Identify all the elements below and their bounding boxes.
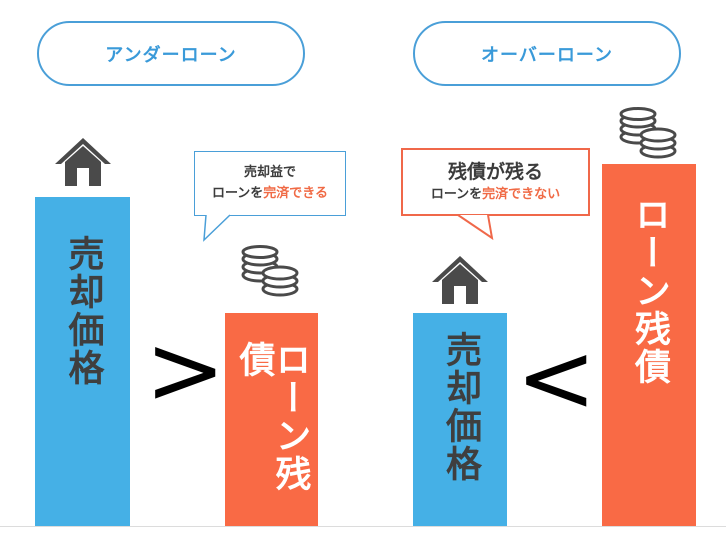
baseline-divider	[0, 526, 726, 527]
right-bubble-line2-prefix: ローンを	[430, 186, 483, 202]
house-icon	[55, 138, 111, 186]
left-bubble-line2-prefix: ローンを	[211, 185, 264, 201]
left-bubble-line1: 売却益で	[243, 165, 296, 181]
right-speech-bubble: 残債が残る ローンを完済できない	[401, 148, 590, 216]
greater-than-symbol: >	[145, 314, 226, 426]
right-bubble-line2-accent: 完済できない	[482, 186, 561, 202]
left-sale-price-label: 売却価格	[62, 235, 104, 387]
left-bubble-line2: ローンを完済できる	[212, 184, 328, 204]
under-loan-heading-text: アンダーローン	[105, 44, 237, 66]
right-bubble-tail	[457, 214, 494, 241]
right-bubble-line2: ローンを完済できない	[431, 185, 560, 205]
coins-icon	[241, 245, 299, 297]
left-speech-bubble: 売却益で ローンを完済できる	[194, 151, 346, 216]
house-icon	[432, 256, 488, 304]
left-bubble-line2-accent: 完済できる	[263, 185, 329, 201]
over-loan-heading: オーバーローン	[413, 21, 681, 86]
right-loan-balance-bar: ローン残債	[602, 164, 696, 526]
under-loan-heading: アンダーローン	[37, 21, 305, 86]
left-loan-balance-label: ローン残債	[233, 341, 311, 493]
less-than-symbol: <	[516, 322, 597, 434]
over-loan-heading-text: オーバーローン	[481, 44, 613, 66]
right-sale-price-label: 売却価格	[440, 331, 481, 483]
left-loan-balance-bar: ローン残債	[225, 313, 318, 526]
right-sale-price-bar: 売却価格	[413, 313, 507, 526]
left-bubble-tail	[203, 214, 231, 242]
right-bubble-line1: 残債が残る	[447, 160, 543, 183]
right-loan-balance-label: ローン残債	[629, 196, 670, 386]
left-sale-price-bar: 売却価格	[35, 197, 130, 526]
coins-icon	[619, 107, 677, 159]
